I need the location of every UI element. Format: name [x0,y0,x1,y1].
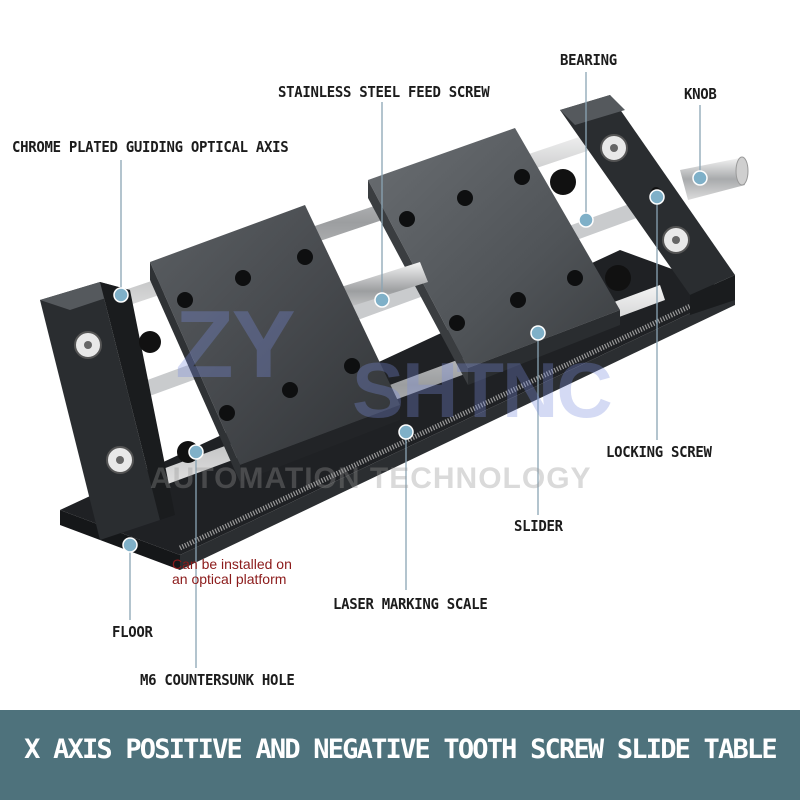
callout-dot-hole [188,444,204,460]
watermark-subtitle: AUTOMATION TECHNOLOGY [150,462,592,495]
label-bearing: BEARING [560,52,617,70]
callout-dot-screw [374,292,390,308]
callout-lines [120,72,701,668]
knob [680,156,749,200]
install-note-line1: Can be installed on [172,556,292,572]
callout-dot-knob [692,170,708,186]
callout-dot-floor [122,537,138,553]
watermark-brand-left: ZY [175,291,296,398]
label-m6-countersunk-hole: M6 COUNTERSUNK HOLE [140,672,295,690]
banner-title: X AXIS POSITIVE AND NEGATIVE TOOTH SCREW… [24,734,777,765]
left-end-block [40,282,199,540]
label-stainless-feed-screw: STAINLESS STEEL FEED SCREW [278,84,490,102]
install-note-line2: an optical platform [172,571,287,587]
callout-dots [113,170,708,553]
callout-dot-axis [113,287,129,303]
callout-dot-locking [649,189,665,205]
title-banner: X AXIS POSITIVE AND NEGATIVE TOOTH SCREW… [0,710,800,800]
slider-plate-front [150,205,400,482]
label-knob: KNOB [684,86,717,104]
watermark-brand-right: SHTNC [352,346,613,434]
label-floor: FLOOR [112,624,153,642]
label-chrome-guiding-axis: CHROME PLATED GUIDING OPTICAL AXIS [12,139,289,157]
callout-dot-scale [398,424,414,440]
label-locking-screw: LOCKING SCREW [606,444,712,462]
callout-dot-slider [530,325,546,341]
callout-dot-bearing [578,212,594,228]
label-laser-marking-scale: LASER MARKING SCALE [333,596,488,614]
label-slider: SLIDER [514,518,563,536]
